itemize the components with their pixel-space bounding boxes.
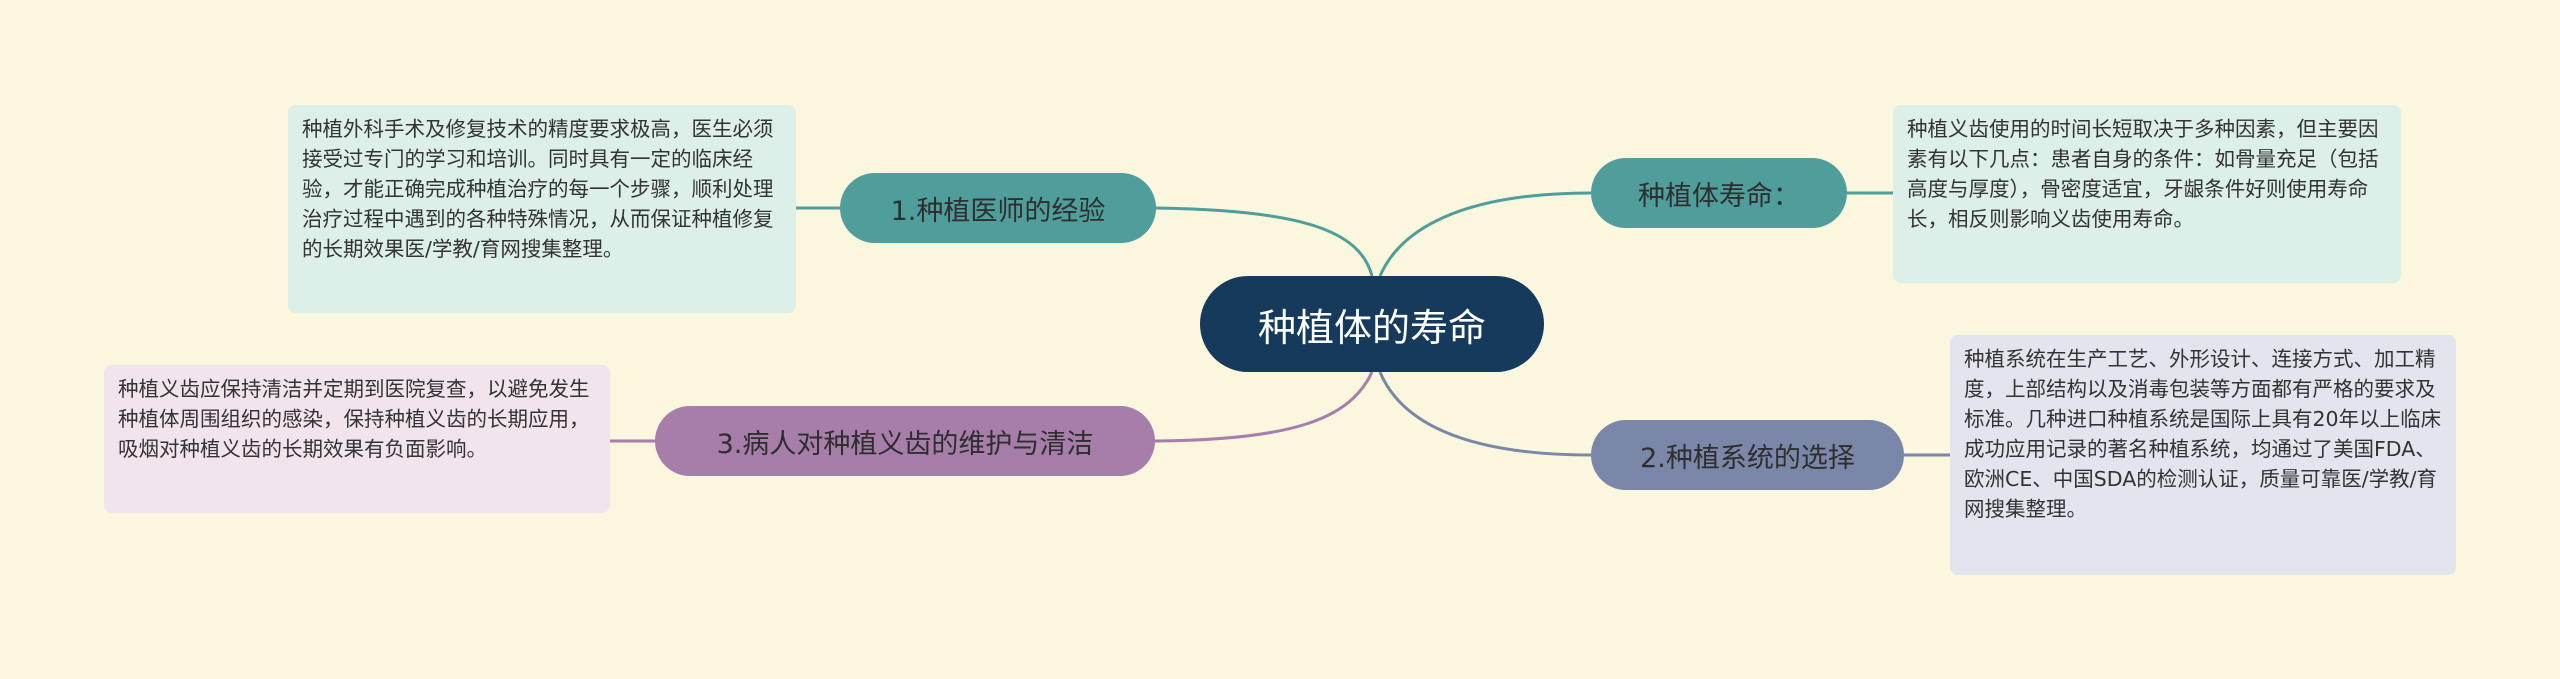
branch-implant-lifespan[interactable]: 种植体寿命： bbox=[1591, 158, 1847, 228]
note-patient-maintenance: 种植义齿应保持清洁并定期到医院复查，以避免发生种植体周围组织的感染，保持种植义齿… bbox=[104, 365, 610, 513]
branch-patient-maintenance[interactable]: 3.病人对种植义齿的维护与清洁 bbox=[655, 406, 1155, 476]
note-implant-doctor-experience: 种植外科手术及修复技术的精度要求极高，医生必须接受过专门的学习和培训。同时具有一… bbox=[288, 105, 796, 313]
note-implant-system-choice: 种植系统在生产工艺、外形设计、连接方式、加工精度，上部结构以及消毒包装等方面都有… bbox=[1950, 335, 2456, 575]
link-root-branch2 bbox=[1378, 191, 1592, 277]
link-root-branch3 bbox=[1154, 371, 1374, 443]
root-topic[interactable]: 种植体的寿命 bbox=[1200, 276, 1544, 372]
branch-implant-doctor-experience[interactable]: 1.种植医师的经验 bbox=[840, 173, 1156, 243]
link-root-branch4 bbox=[1378, 371, 1592, 457]
note-implant-lifespan: 种植义齿使用的时间长短取决于多种因素，但主要因素有以下几点：患者自身的条件：如骨… bbox=[1893, 105, 2401, 283]
branch-implant-system-choice[interactable]: 2.种植系统的选择 bbox=[1591, 420, 1904, 490]
link-root-branch1 bbox=[1155, 206, 1374, 277]
